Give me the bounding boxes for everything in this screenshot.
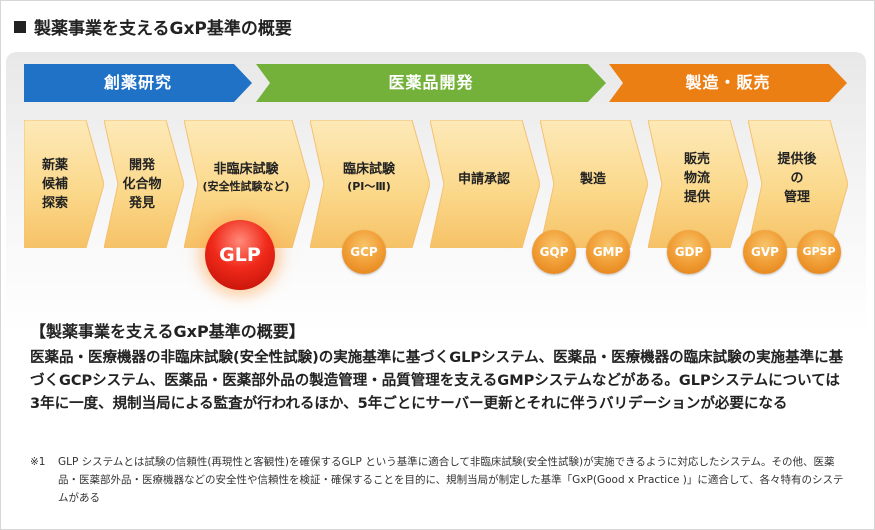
- step-application-approval: 申請承認: [430, 120, 540, 248]
- step-line: 物流: [683, 171, 710, 186]
- step-line: 探索: [41, 195, 68, 211]
- step-nonclinical-trial: 非臨床試験 (安全性試験など): [184, 120, 310, 248]
- step-sub: (PI〜Ⅲ): [347, 180, 391, 193]
- figure-heading-text: 製薬事業を支えるGxP基準の概要: [34, 19, 292, 39]
- step-text: 新薬 候補 探索: [24, 120, 86, 248]
- step-line: 新薬: [41, 157, 68, 173]
- step-line: 提供: [683, 190, 710, 205]
- body-paragraph: 医薬品・医療機器の非臨床試験(安全性試験)の実施基準に基づくGLPシステム、医薬…: [30, 350, 844, 412]
- step-text: 非臨床試験 (安全性試験など): [194, 120, 298, 248]
- step-line: 開発: [128, 157, 155, 173]
- step-text: 製造: [550, 120, 636, 248]
- step-line: 非臨床試験: [213, 162, 279, 177]
- step-compound-discovery: 開発 化合物 発見: [104, 120, 184, 248]
- phase-label: 製造・販売: [685, 73, 771, 92]
- step-text: 提供後 の 管理: [758, 120, 836, 248]
- gpsp-badge: GPSP: [797, 230, 841, 274]
- gcp-badge: GCP: [342, 230, 386, 274]
- step-text: 申請承認: [440, 120, 528, 248]
- step-text: 開発 化合物 発見: [114, 120, 170, 248]
- phase-label: 創薬研究: [103, 73, 172, 92]
- square-bullet-icon: [14, 20, 26, 33]
- step-manufacturing: 製造: [540, 120, 648, 248]
- step-line: の: [790, 171, 804, 186]
- step-line: 化合物: [122, 176, 162, 192]
- footnote: ※1 GLP システムとは試験の信頼性(再現性と客観性)を確保するGLP という…: [30, 453, 850, 507]
- step-line: 臨床試験: [342, 162, 395, 177]
- step-clinical-trial: 臨床試験 (PI〜Ⅲ): [310, 120, 430, 248]
- step-line: 管理: [783, 190, 810, 205]
- step-line: 販売: [683, 152, 710, 167]
- gqp-badge: GQP: [532, 230, 576, 274]
- step-text: 販売 物流 提供: [658, 120, 736, 248]
- phase-drug-development: 医薬品開発: [256, 64, 606, 102]
- footnote-mark: ※1: [30, 456, 46, 468]
- section-title: 【製薬事業を支えるGxP基準の概要】: [30, 322, 305, 341]
- step-sub: (安全性試験など): [202, 180, 290, 193]
- phase-manufacturing-sales: 製造・販売: [609, 64, 847, 102]
- step-text: 臨床試験 (PI〜Ⅲ): [320, 120, 418, 248]
- glp-badge: GLP: [205, 220, 275, 290]
- phase-drug-discovery: 創薬研究: [24, 64, 252, 102]
- step-line: 発見: [128, 195, 155, 211]
- gmp-badge: GMP: [586, 230, 630, 274]
- step-line: 製造: [579, 172, 606, 187]
- step-line: 候補: [41, 176, 68, 192]
- gdp-badge: GDP: [667, 230, 711, 274]
- step-sales-distribution: 販売 物流 提供: [648, 120, 748, 248]
- footnote-text: GLP システムとは試験の信頼性(再現性と客観性)を確保するGLP という基準に…: [58, 456, 844, 504]
- step-new-drug-search: 新薬 候補 探索: [24, 120, 104, 248]
- gvp-badge: GVP: [743, 230, 787, 274]
- step-line: 提供後: [777, 152, 817, 167]
- step-line: 申請承認: [457, 172, 510, 187]
- step-post-marketing: 提供後 の 管理: [748, 120, 848, 248]
- figure-heading: 製薬事業を支えるGxP基準の概要: [14, 14, 292, 39]
- phase-label: 医薬品開発: [388, 73, 474, 92]
